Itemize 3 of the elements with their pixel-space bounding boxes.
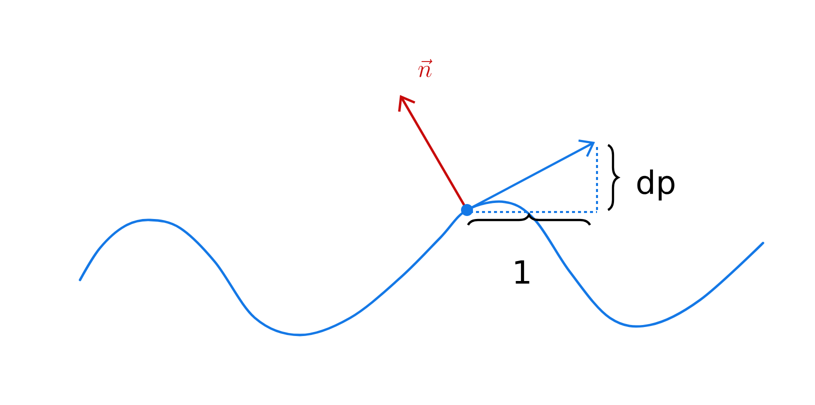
dimension-label: 1 [515, 260, 530, 284]
vector-label: $\vec{n}$ [418, 59, 432, 78]
dimension-label: dp [637, 170, 674, 200]
